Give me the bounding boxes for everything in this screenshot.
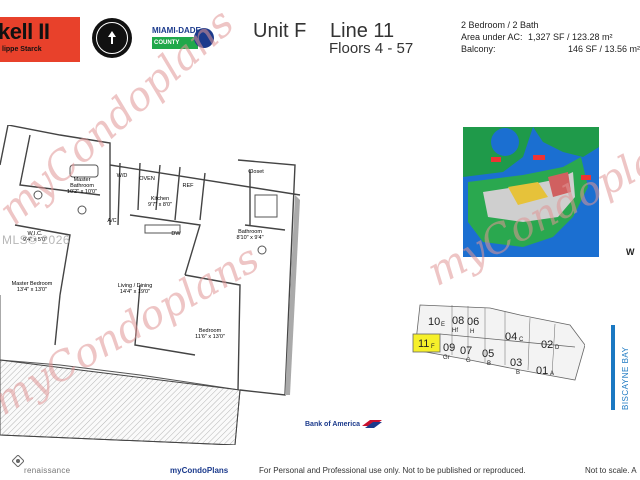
county-logo-circle [194, 28, 214, 48]
key-plan-unit-letter: F [431, 344, 435, 350]
key-plan-unit-letter: Hf [452, 328, 458, 334]
floor-plan: Master Bathroom 10'2" x 10'0" W/D OVEN R… [0, 125, 301, 445]
room-label: Bedroom [199, 328, 222, 334]
developer-logo-icon [12, 455, 24, 467]
key-plan-unit: 01 [536, 365, 548, 377]
room-label: Kitchen [151, 196, 169, 202]
bed-bath-spec: 2 Bedroom / 2 Bath [461, 20, 539, 30]
key-plan-unit: 04 [505, 331, 517, 343]
room-label: Living / Dining [118, 283, 153, 289]
room-label: W.I.C. [28, 231, 43, 237]
brand-logo: kell II lippe Starck [0, 17, 80, 62]
room-label: Bathroom [238, 229, 262, 235]
key-plan-unit: 10 [428, 316, 440, 328]
room-label: W/D [117, 173, 128, 179]
site-map [463, 127, 599, 257]
unit-title: Unit F [253, 20, 307, 42]
key-plan-unit-letter: D [555, 345, 560, 351]
key-plan-unit: 02 [541, 339, 553, 351]
key-plan-unit-letter: B [487, 361, 491, 367]
room-dims: 9'4" x 5'0" [23, 237, 47, 243]
room-dims: 14'4" x 19'0" [120, 289, 150, 295]
key-plan-unit-letter: E [441, 322, 445, 328]
room-label: Closet [248, 169, 264, 175]
sponsor-logo-text: Bank of America [305, 421, 360, 428]
county-logo-bar: COUNTY [152, 37, 198, 49]
key-plan-unit-letter: A [550, 371, 554, 377]
key-plan-unit: 03 [510, 357, 522, 369]
mls-watermark: MLS© 2026 [2, 233, 71, 247]
key-plan-unit-letter: H [470, 329, 474, 335]
key-plan-unit-letter: G [466, 358, 471, 364]
area-value: 1,327 SF / 123.28 m² [528, 32, 613, 42]
county-logo-name: MIAMI-DADE [152, 26, 201, 35]
key-plan-unit: 06 [467, 316, 479, 328]
balcony-value: 146 SF / 13.56 m² [568, 44, 640, 54]
key-plan-unit: 07 [460, 345, 472, 357]
key-plan-unit-letter: C [519, 337, 524, 343]
key-plan: 10 E 08 Hf 06 H 04 C 02 D 11 F 09 Gr 07 … [412, 304, 585, 381]
room-label: Master Bedroom [12, 281, 53, 287]
flag-icon [362, 420, 382, 428]
city-seal-icon [92, 18, 132, 58]
room-dims: 10'2" x 10'0" [67, 189, 97, 195]
key-plan-unit-letter: B [516, 370, 520, 376]
brand-logo-subtext: lippe Starck [2, 46, 42, 53]
key-plan-unit-letter: Gr [443, 355, 450, 361]
room-label: Bathroom [70, 183, 94, 189]
key-plan-unit: 09 [443, 342, 455, 354]
county-logo: MIAMI-DADE COUNTY [152, 26, 214, 54]
bay-label: BISCAYNE BAY [621, 346, 630, 411]
site-brand: myCondoPlans [170, 466, 229, 475]
compass-label: W [626, 247, 635, 257]
room-label: Master [74, 177, 91, 183]
room-dims: 8'10" x 9'4" [236, 235, 263, 241]
room-label: REF [183, 183, 195, 189]
balcony-label: Balcony: [461, 44, 496, 54]
scale-note: Not to scale. A [585, 466, 637, 475]
room-label: OVEN [139, 176, 155, 182]
key-plan-unit: 08 [452, 315, 464, 327]
key-plan-unit-highlighted: 11 [418, 338, 429, 350]
key-plan-unit: 05 [482, 348, 494, 360]
room-dims: 11'6" x 13'0" [195, 334, 225, 340]
brand-logo-text: kell II [0, 19, 50, 44]
room-label: A/C [107, 218, 116, 224]
usage-note: For Personal and Professional use only. … [259, 466, 526, 475]
room-label: DW [171, 231, 181, 237]
developer-logo-text: renaissance [24, 466, 71, 475]
line-title: Line 11 [330, 20, 395, 42]
area-label: Area under AC: [461, 32, 523, 42]
room-dims: 13'4" x 13'0" [17, 287, 47, 293]
room-dims: 9'7" x 8'0" [148, 202, 172, 208]
bay-indicator [611, 325, 615, 410]
floors-title: Floors 4 - 57 [329, 40, 414, 57]
